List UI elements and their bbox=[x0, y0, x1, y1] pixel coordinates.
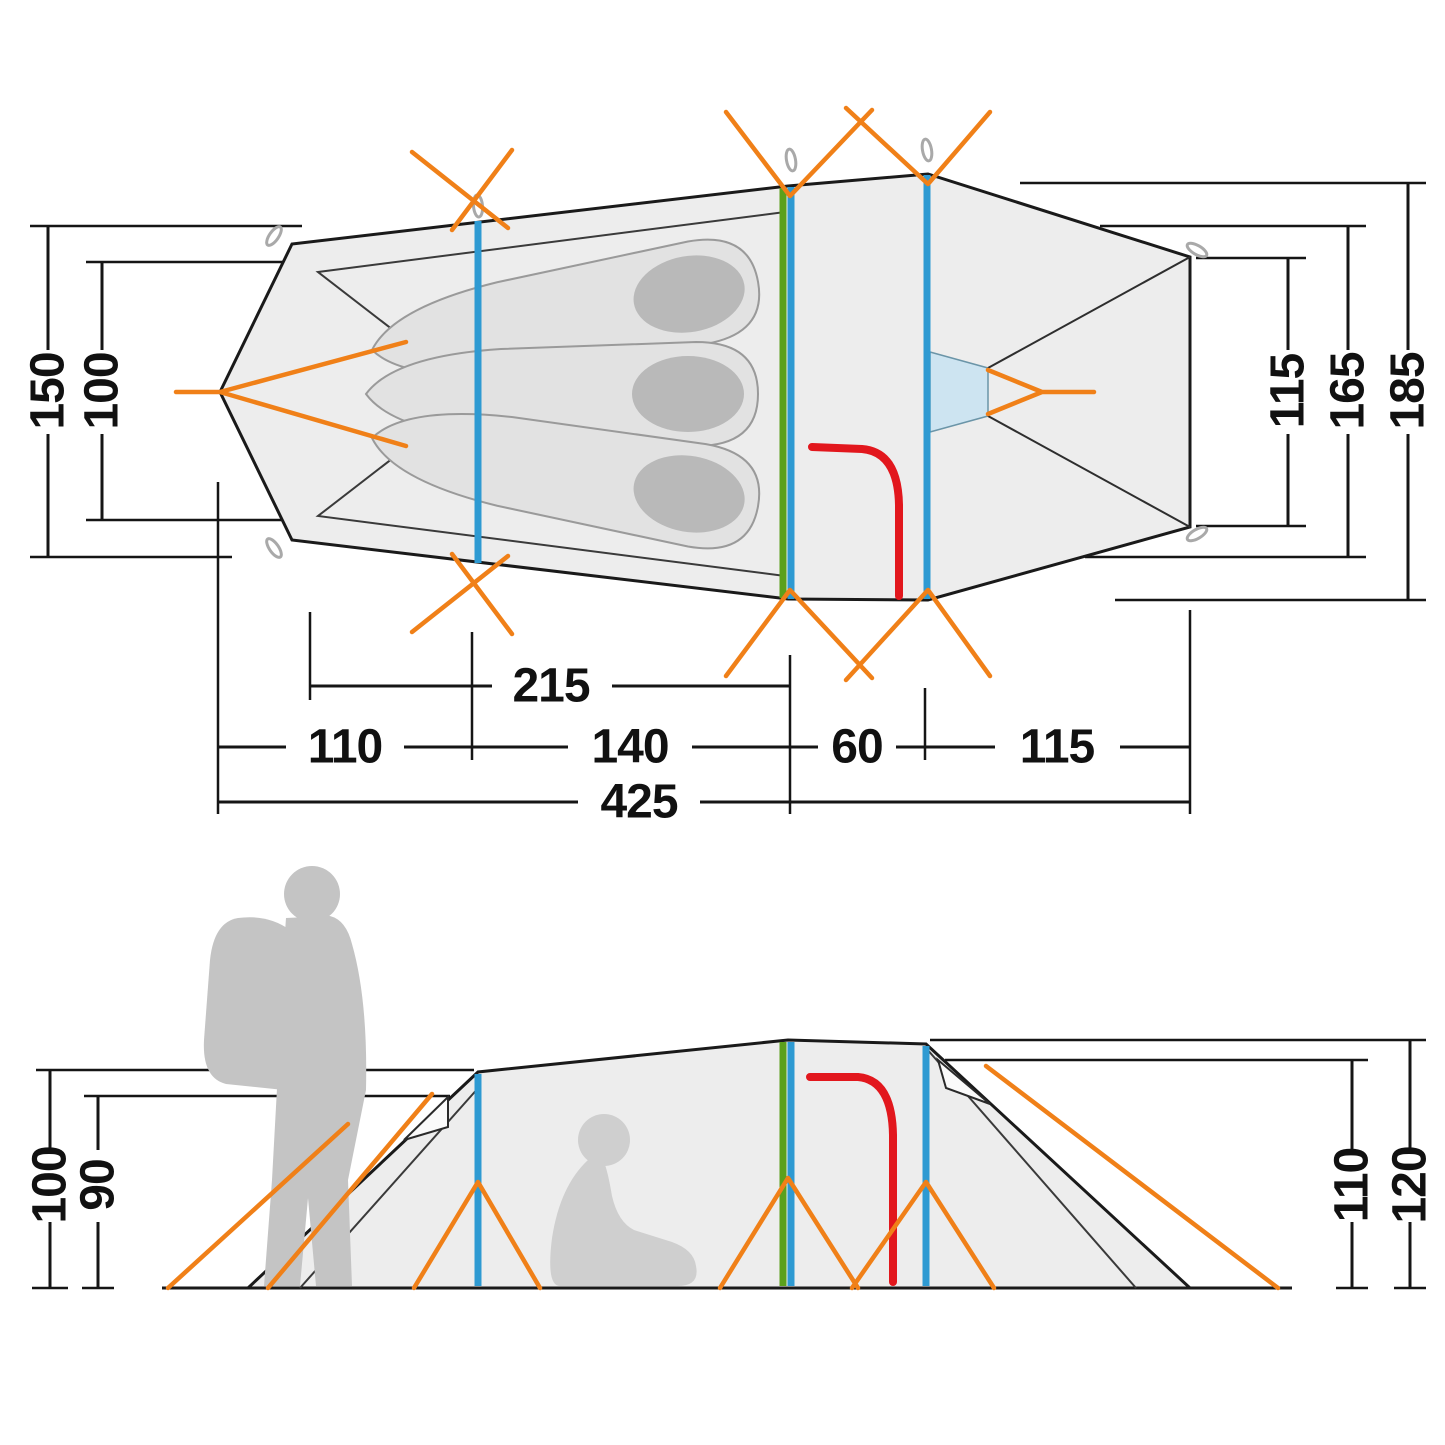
tent-poles-blue bbox=[474, 175, 931, 599]
guy-left-short bbox=[265, 1091, 435, 1291]
front-vent bbox=[403, 1094, 449, 1141]
dim-label-side-left-outer: 100 bbox=[24, 1146, 77, 1223]
top-view-dim-left-outer: 150 bbox=[22, 224, 302, 559]
guy-cross bbox=[409, 147, 515, 233]
door-zipper-top-view bbox=[808, 443, 903, 600]
dim-label-top-left-inner: 100 bbox=[76, 352, 129, 429]
guy-front-pole bbox=[411, 1179, 543, 1291]
guy-cross bbox=[723, 587, 993, 683]
dim-label-top-right-inner: 115 bbox=[1262, 353, 1315, 428]
dim-label-top-left-outer: 150 bbox=[22, 352, 75, 429]
side-view-dim-left-outer: 100 bbox=[24, 1068, 474, 1290]
backpack bbox=[203, 917, 290, 1090]
dim-label-seg-vestibule: 110 bbox=[308, 721, 382, 774]
top-view-extension-lines bbox=[216, 482, 1192, 814]
top-view-dim-right-outer: 185 bbox=[1020, 181, 1435, 602]
sitting-person-head bbox=[578, 1114, 630, 1166]
standing-person-body bbox=[264, 916, 367, 1286]
side-view-dim-right-inner: 110 bbox=[945, 1058, 1379, 1290]
top-view: 150 100 115 165 185 215 bbox=[22, 105, 1435, 829]
guy-lines-top-view bbox=[173, 105, 1097, 683]
door-zipper-side-view bbox=[806, 1073, 897, 1286]
top-view-dim-inner-length: 215 bbox=[310, 660, 790, 713]
dim-label-inner-length: 215 bbox=[512, 660, 589, 713]
tent-profile-side bbox=[244, 1038, 1194, 1290]
rear-guy-y bbox=[985, 367, 1097, 417]
guy-mid-poles bbox=[717, 1175, 997, 1291]
front-guy-y bbox=[173, 339, 409, 449]
dim-label-top-right-mid: 165 bbox=[1322, 352, 1375, 429]
guy-cross bbox=[723, 105, 993, 199]
standing-person-silhouette bbox=[203, 866, 367, 1286]
top-view-dim-right-inner: 115 bbox=[1196, 256, 1315, 528]
guy-cross bbox=[409, 551, 515, 637]
side-view-dim-left-inner: 90 bbox=[72, 1094, 450, 1290]
dim-label-top-right-outer: 185 bbox=[1382, 352, 1435, 429]
dim-label-side-right-inner: 110 bbox=[1326, 1148, 1379, 1222]
dim-label-seg-mid: 60 bbox=[831, 721, 882, 774]
top-view-dim-right-mid: 165 bbox=[1085, 224, 1375, 559]
dim-label-total-length: 425 bbox=[600, 776, 677, 829]
dim-label-side-right-outer: 120 bbox=[1384, 1146, 1437, 1223]
side-view-dim-right-outer: 120 bbox=[930, 1038, 1437, 1290]
guy-right-long bbox=[983, 1063, 1281, 1291]
rear-crease-lines bbox=[987, 256, 1191, 528]
sitting-person-body bbox=[550, 1160, 697, 1286]
guy-lines-side-view bbox=[165, 1063, 1281, 1291]
dim-label-seg-sleeping: 140 bbox=[591, 721, 668, 774]
dim-label-seg-rear: 115 bbox=[1020, 721, 1095, 774]
side-view: 100 90 110 120 bbox=[24, 866, 1437, 1291]
top-view-dim-total-length: 425 bbox=[218, 776, 1190, 829]
guy-left-long bbox=[165, 1121, 351, 1291]
dim-label-side-left-inner: 90 bbox=[72, 1159, 125, 1210]
standing-person-head bbox=[284, 866, 340, 922]
rear-vent bbox=[936, 1057, 991, 1105]
sitting-person-silhouette bbox=[550, 1114, 697, 1286]
top-view-dim-segments: 110 140 60 115 bbox=[218, 721, 1190, 774]
